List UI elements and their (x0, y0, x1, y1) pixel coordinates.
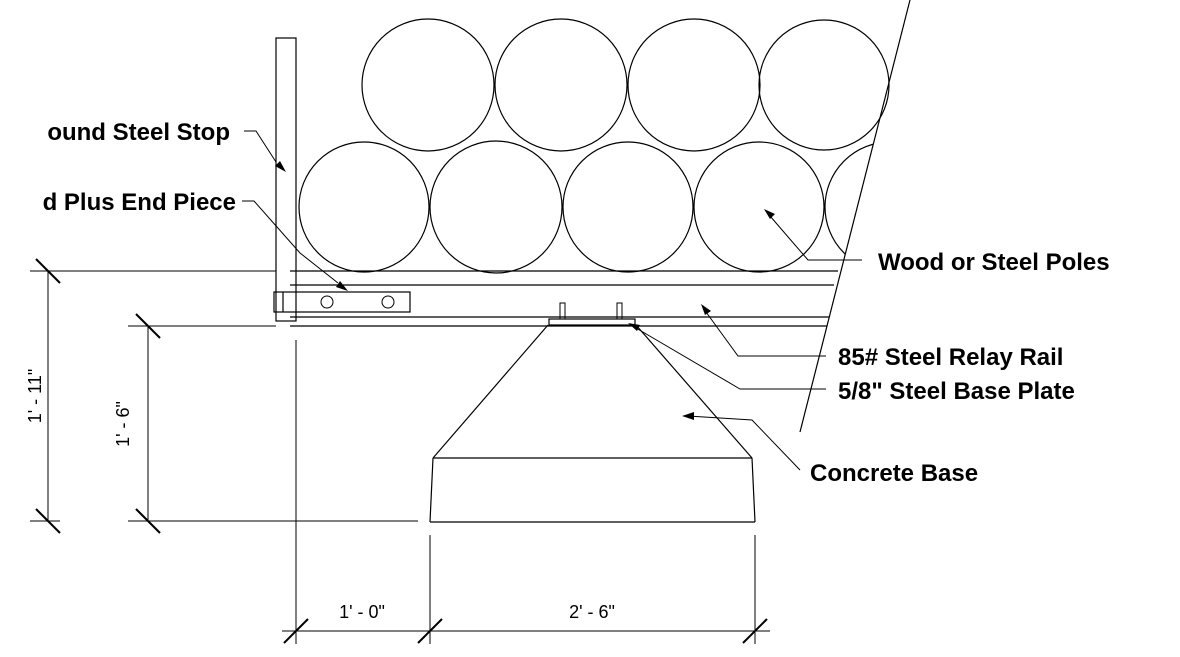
concrete-base-label: Concrete Base (810, 460, 978, 487)
steel-stop-label: ound Steel Stop (47, 119, 230, 146)
pole (562, 141, 694, 273)
pole (429, 140, 563, 274)
dimension-horizontal: 1' - 0" 2' - 6" (282, 340, 770, 644)
base-plate-label: 5/8" Steel Base Plate (838, 378, 1075, 405)
relay-rail (290, 270, 838, 327)
concrete-base (429, 324, 756, 523)
base-width-dimension-label: 2' - 6" (569, 602, 615, 622)
base-plate (548, 302, 636, 326)
slope-line (799, 0, 911, 433)
poles-lower-row (298, 140, 910, 274)
overall-height-dimension-label: 1' - 11" (25, 369, 45, 424)
pole (627, 18, 761, 152)
end-piece-label: d Plus End Piece (43, 189, 236, 216)
dimension-overall-height: 1' - 11" (25, 258, 276, 534)
pole (298, 141, 430, 273)
base-height-dimension-label: 1' - 6" (113, 401, 133, 447)
steel-stop-post (275, 37, 297, 322)
pole (693, 141, 825, 273)
dimension-base-height: 1' - 6" (113, 313, 418, 534)
leader-lines (242, 130, 862, 471)
end-piece (273, 291, 411, 313)
offset-width-dimension-label: 1' - 0" (339, 602, 385, 622)
poles-label: Wood or Steel Poles (878, 249, 1110, 276)
poles-upper-row (361, 18, 890, 152)
pole (361, 18, 495, 152)
pole (494, 18, 628, 152)
relay-rail-label: 85# Steel Relay Rail (838, 344, 1063, 371)
pole (758, 19, 890, 151)
